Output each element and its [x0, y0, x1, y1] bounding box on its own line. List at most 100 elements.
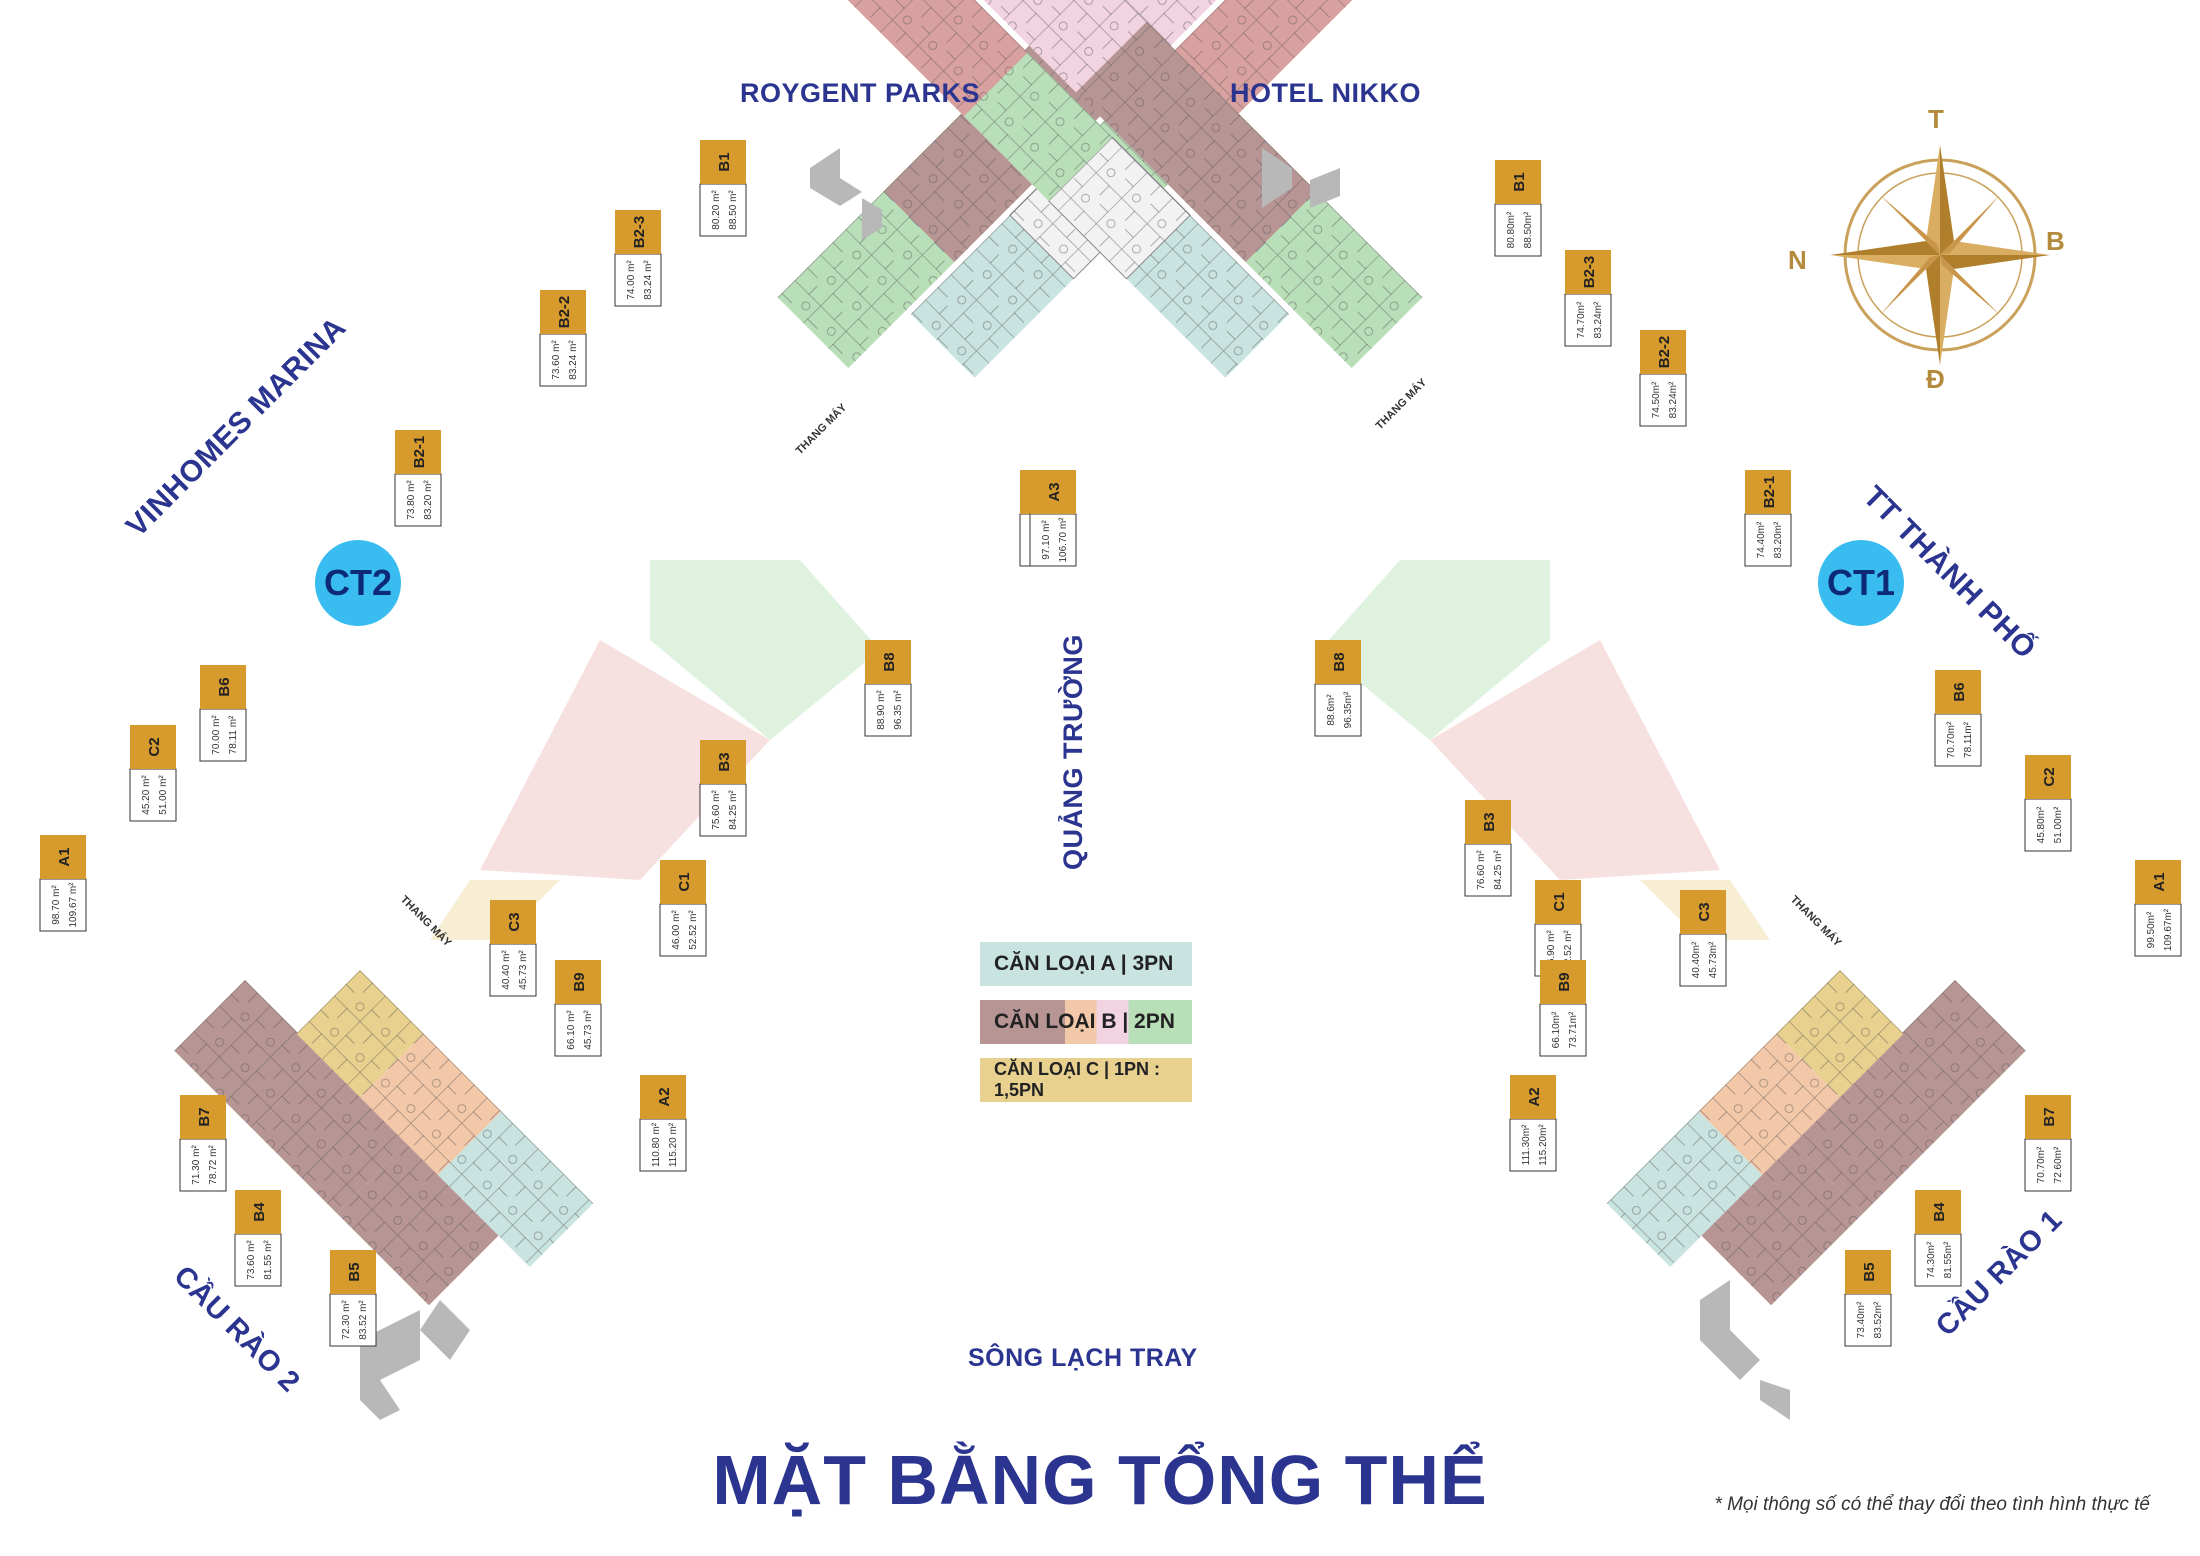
- unit-code-text: B7: [2041, 1107, 2058, 1126]
- unit-code-text: B3: [1481, 812, 1498, 831]
- unit-callout-c3[interactable]: C3 40.40m² 45.73m²: [1679, 890, 1727, 987]
- unit-area2-text: 45.73 m²: [583, 1010, 594, 1050]
- unit-area2-text: 109.67m²: [2163, 908, 2174, 951]
- unit-area2-text: 83.52m²: [1873, 1301, 1884, 1338]
- unit-code-text: B3: [716, 752, 733, 771]
- compass-north-label: T: [1928, 104, 1944, 134]
- unit-code-text: C3: [1696, 902, 1713, 921]
- unit-area2-text: 83.24 m²: [643, 260, 654, 300]
- unit-callout-c1[interactable]: C1 46.00 m² 52.52 m²: [659, 860, 707, 957]
- unit-area2-text: 106.70 m²: [1058, 517, 1069, 563]
- label-hotel-nikko: HOTEL NIKKO: [1230, 78, 1422, 108]
- elevator-label: THANG MÁY: [1373, 375, 1430, 432]
- unit-code-text: B2-3: [1581, 256, 1598, 289]
- unit-area2-text: 84.25 m²: [728, 790, 739, 830]
- disclaimer-note: * Mọi thông số có thể thay đổi theo tình…: [1714, 1494, 2150, 1515]
- unit-area2-text: 115.20m²: [1538, 1124, 1549, 1166]
- unit-area1-text: 46.90 m²: [1546, 930, 1557, 970]
- unit-area2-text: 45.73m²: [1708, 941, 1719, 978]
- unit-code-text: A1: [2151, 872, 2168, 891]
- unit-area2-text: 83.24m²: [1593, 301, 1604, 338]
- unit-code-text: B2-2: [556, 296, 573, 329]
- unit-area2-text: 96.35 m²: [893, 690, 904, 730]
- unit-area1-text: 74.00 m²: [626, 260, 637, 300]
- compass-south-label: Đ: [1926, 364, 1945, 394]
- unit-code-text: B4: [1931, 1202, 1948, 1222]
- unit-area2-text: 45.73 m²: [518, 950, 529, 990]
- unit-area2-text: 84.25 m²: [1493, 850, 1504, 890]
- unit-area2-text: 115.20 m²: [668, 1122, 679, 1167]
- unit-area1-text: 66.10m²: [1551, 1011, 1562, 1048]
- compass-east-label: B: [2046, 226, 2065, 256]
- unit-area1-text: 80.20 m²: [711, 190, 722, 230]
- unit-callout-b3[interactable]: B3 75.60 m² 84.25 m²: [699, 740, 747, 837]
- unit-code-text: C2: [2041, 767, 2058, 786]
- unit-area1-text: 73.60 m²: [246, 1240, 257, 1280]
- label-roygent-parks: ROYGENT PARKS: [740, 78, 981, 108]
- unit-area2-text: 88.50m²: [1523, 211, 1534, 248]
- unit-area2-text: 52.52 m²: [688, 910, 699, 950]
- unit-area2-text: 109.67 m²: [68, 882, 79, 928]
- unit-area1-text: 70.70m²: [1946, 721, 1957, 758]
- unit-area2-text: 81.55m²: [1943, 1241, 1954, 1278]
- legend-type-a: CĂN LOẠI A | 3PN: [980, 942, 1192, 986]
- legend-type-a-text: CĂN LOẠI A | 3PN: [994, 952, 1174, 975]
- compass-rose-icon: [1830, 145, 2050, 365]
- unit-code-text: B5: [1861, 1262, 1878, 1281]
- unit-code-text: B5: [346, 1262, 363, 1281]
- building-badge-ct1[interactable]: CT1: [1818, 540, 1904, 626]
- unit-area1-text: 40.40m²: [1691, 941, 1702, 978]
- unit-code-text: A3: [1046, 482, 1063, 501]
- legend-type-b: CĂN LOẠI B | 2PN: [980, 1000, 1192, 1044]
- unit-code-text: B2-3: [631, 216, 648, 249]
- legend-type-c-text: CĂN LOẠI C | 1PN : 1,5PN: [994, 1059, 1161, 1100]
- unit-area2-text: 81.55 m²: [263, 1240, 274, 1280]
- unit-code-text: C1: [676, 872, 693, 891]
- unit-area2-text: 83.20 m²: [423, 480, 434, 520]
- unit-area1-text: 74.40m²: [1756, 521, 1767, 558]
- unit-area1-text: 75.60 m²: [711, 790, 722, 830]
- unit-area2-text: 51.00 m²: [158, 775, 169, 815]
- unit-area1-text: 70.00 m²: [211, 715, 222, 755]
- unit-area2-text: 88.50 m²: [728, 190, 739, 230]
- building-badge-ct2[interactable]: CT2: [315, 540, 401, 626]
- unit-area2-text: 78.11m²: [1963, 721, 1974, 758]
- unit-area1-text: 45.20 m²: [141, 775, 152, 815]
- unit-area1-text: 88.6m²: [1326, 694, 1337, 726]
- label-quang-truong: QUẢNG TRƯỜNG: [1058, 634, 1088, 870]
- elevator-label: THANG MÁY: [1788, 893, 1845, 950]
- unit-callout-b2-3[interactable]: B2-3 74.00 m² 83.24 m²: [614, 210, 662, 307]
- unit-area1-text: 46.00 m²: [671, 910, 682, 950]
- unit-area1-text: 40.40 m²: [501, 950, 512, 990]
